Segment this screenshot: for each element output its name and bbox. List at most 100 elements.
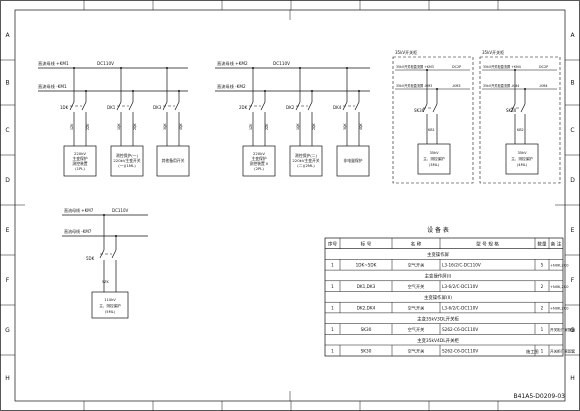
cable-tag: 2QK xyxy=(312,122,316,130)
panel-2: 35kV开关柜 35kV开关柜直流屏 +KM4 DC2P 35kV开关柜直流屏 … xyxy=(479,49,561,184)
table-header-cell: 标 号 xyxy=(361,241,372,248)
panel-1-bus-neg: 35kV开关柜直流屏 -KM3 xyxy=(396,83,432,88)
table-cell: 1 xyxy=(541,327,544,332)
load-r1-line1: 220kV xyxy=(253,151,265,156)
row-letter-H-left: H xyxy=(5,375,10,382)
cable-tag: 2ZK xyxy=(86,123,90,130)
panel-1-neg-tag: -KM3 xyxy=(452,84,461,88)
panel-1-pos-tag: DC2P xyxy=(452,65,461,69)
load-l2-line2: 220kV主变开关 xyxy=(113,158,140,163)
bus-a-volt-right: DC110V xyxy=(273,61,290,66)
table-cell: DK1,DK3 xyxy=(357,284,376,289)
panel-2-bus-neg: 35kV开关柜直流屏 -KM4 xyxy=(483,83,519,88)
panel-2-load-l3: (4ML) xyxy=(517,163,528,167)
cable-tag: 2QK xyxy=(133,122,137,130)
table-cell: SK30 xyxy=(361,348,372,353)
panel-1-bus-pos: 35kV开关柜直流屏 +KM3 xyxy=(396,64,434,69)
panel-2-breaker: SK30 xyxy=(506,108,517,113)
row-letter-E-right: E xyxy=(571,227,575,234)
breaker-label: 2DK xyxy=(239,105,248,110)
table-footer-stamp: 施工图 xyxy=(526,348,539,355)
load-r2-line3: (二)(2ML) xyxy=(297,163,315,168)
table-cell: 5 xyxy=(541,263,544,268)
table-cell: L3-6/2/C-DC110V xyxy=(442,284,478,289)
cable-tag: 4QK xyxy=(179,122,183,130)
table-cell: 开关柜厂家配套 xyxy=(550,327,576,332)
table-cell: 空气开关 xyxy=(408,283,425,290)
panel-2-neg-tag: -KM4 xyxy=(539,84,548,88)
load-l1-line4: (1PL) xyxy=(75,166,85,171)
panel-2-load-l2: 主、测控保护 xyxy=(511,156,533,161)
table-cell: DK2,DK4 xyxy=(357,306,376,311)
breaker-label: DK3 xyxy=(153,105,162,110)
row-letter-D-right: D xyxy=(570,177,575,184)
breaker-label: DK2 xyxy=(286,105,295,110)
load-r3-line1: 非电量保护 xyxy=(344,158,363,163)
equipment-table-title: 设 备 表 xyxy=(427,226,449,234)
top-right-group: 直流母线 +KM2 DC110V 直流母线 -KM2 xyxy=(215,60,370,92)
table-header-cell: 型 号 规 格 xyxy=(476,241,499,248)
top-left-group: 直流母线 +KM1 DC110V 直流母线 -KM1 xyxy=(38,60,188,92)
load-box xyxy=(110,145,144,177)
table-cell: +N0K,2C0 xyxy=(550,307,569,311)
bottom-breaker: 5DK xyxy=(86,256,95,261)
panel-2-load-l1: 35kV xyxy=(517,151,527,155)
row-letter-C-left: C xyxy=(5,127,9,134)
panel-2-bus-pos: 35kV开关柜直流屏 +KM4 xyxy=(483,64,521,69)
load-l1-line2: 主变保护 xyxy=(72,156,87,161)
row-letter-A-right: A xyxy=(570,32,575,39)
panel-2-pos-tag: DC2P xyxy=(539,65,548,69)
row-letter-F-right: F xyxy=(571,277,575,284)
load-box xyxy=(63,145,97,177)
table-cell: 2 xyxy=(541,306,544,311)
breaker-label: DK1 xyxy=(107,105,116,110)
bottom-group: 直流母线 +KM7 DC110V 直流母线 -KM7 5DK 5ZK 110kV… xyxy=(62,207,148,319)
table-cell: S262-C6-DC110V xyxy=(442,327,478,332)
load-r2-line2: 220kV主变开关 xyxy=(292,158,319,163)
table-cell: S262-C6-DC110V xyxy=(442,348,478,353)
table-cell: +N0K,2C0 xyxy=(550,285,569,289)
table-header-cell: 名 称 xyxy=(411,241,422,248)
drawing-number: B41A5-D0209-03 xyxy=(513,393,565,400)
load-l3-line1: 其他备用开关 xyxy=(162,158,185,163)
table-cell: 1 xyxy=(331,284,334,289)
cable-tag: 3QK xyxy=(163,122,167,130)
cable-tag: 4QK xyxy=(359,122,363,130)
top-load-labels: 220kV 主变保护 测控装置 (1PL) 测控保护(一) 220kV主变开关 … xyxy=(72,151,362,171)
bus-b-right-label: 直流母线 -KM2 xyxy=(217,83,246,90)
load-l2-line3: (一)(1ML) xyxy=(118,163,136,168)
row-letter-E-left: E xyxy=(6,227,10,234)
table-cell: 开关柜厂家配套 xyxy=(550,348,576,353)
table-group-row: 主变操作屏 xyxy=(427,251,450,258)
row-letter-A-left: A xyxy=(5,32,10,39)
bottom-load-l3: (5ML) xyxy=(105,310,116,314)
cable-tag: 1ZK xyxy=(70,123,74,130)
load-l1-line3: 测控装置 xyxy=(72,161,87,166)
cable-tag: 1QK xyxy=(296,122,300,130)
breaker-label: DK4 xyxy=(333,105,342,110)
load-r1-line3: 测控装置 II xyxy=(250,161,269,166)
load-box xyxy=(242,145,276,177)
row-letter-B-right: B xyxy=(570,80,574,87)
panel-1-title: 35kV开关柜 xyxy=(395,49,417,55)
bottom-cable: 5ZK xyxy=(102,280,109,284)
load-r1-line4: (2PL) xyxy=(254,166,264,171)
table-header-cell: 备 注 xyxy=(551,241,562,248)
bus-a-left-label: 直流母线 +KM1 xyxy=(38,60,69,67)
row-letter-D-left: D xyxy=(5,177,10,184)
table-group-row: 主变35kV4DL开关柜 xyxy=(417,337,459,344)
bus-b-left-label: 直流母线 -KM1 xyxy=(38,83,67,90)
table-group-row: 主变35kV3DL开关柜 xyxy=(417,315,459,322)
table-cell: 1 xyxy=(331,263,334,268)
load-l1-line1: 220kV xyxy=(74,151,86,156)
table-cell: 1 xyxy=(331,306,334,311)
table-cell: +N0K,2C0 xyxy=(550,264,569,268)
table-group-row: 主变操作屏(I) xyxy=(425,273,452,280)
cable-tag: 1QK xyxy=(117,122,121,130)
table-header-cell: 序号 xyxy=(328,241,338,248)
table-group-row: 主变操作屏(II) xyxy=(424,294,452,301)
load-box xyxy=(336,145,370,177)
